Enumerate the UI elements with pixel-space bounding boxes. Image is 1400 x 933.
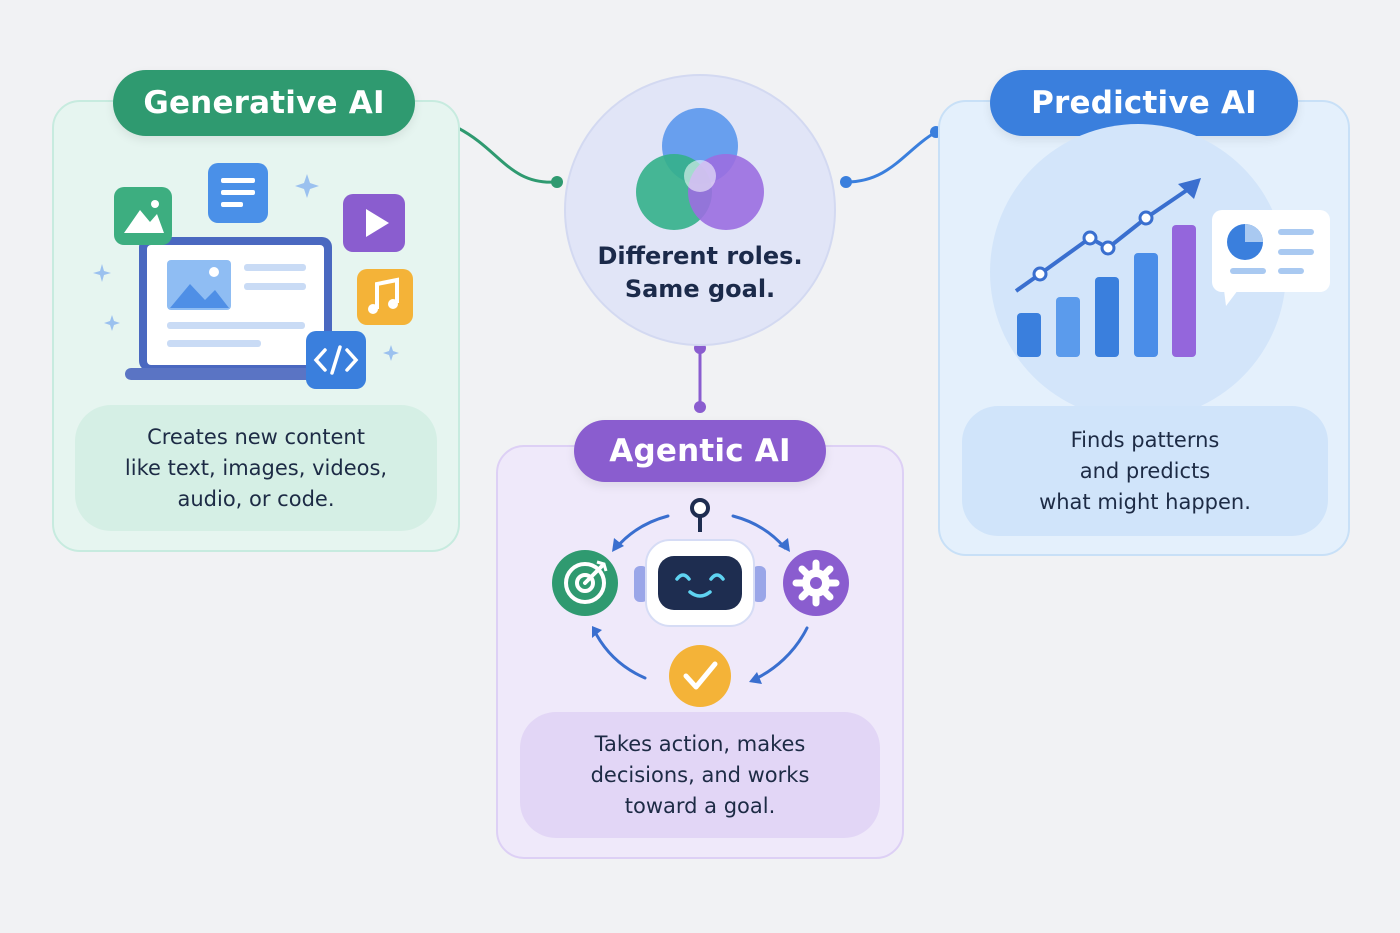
agentic-ai-description: Takes action, makes decisions, and works… <box>520 712 880 838</box>
center-caption: Different roles. Same goal. <box>564 240 836 306</box>
code-icon <box>306 331 366 389</box>
music-icon <box>357 269 413 325</box>
gear-icon <box>783 550 849 616</box>
description-line: Creates new content <box>147 424 365 449</box>
description-line: and predicts <box>1079 458 1211 483</box>
description-line: like text, images, videos, <box>124 455 388 480</box>
robot-icon <box>634 498 766 627</box>
generative-ai-title: Generative AI <box>113 70 415 136</box>
agentic-ai-title: Agentic AI <box>574 420 826 482</box>
predictive-ai-description: Finds patterns and predicts what might h… <box>962 406 1328 536</box>
description-line: Takes action, makes <box>594 731 806 756</box>
description-line: toward a goal. <box>624 793 776 818</box>
pie-chart-icon <box>1227 224 1263 260</box>
image-icon <box>114 187 172 245</box>
description-line: Finds patterns <box>1070 427 1220 452</box>
target-icon <box>552 550 618 616</box>
bar-chart-icon <box>1017 225 1196 357</box>
center-caption-line-2: Same goal. <box>624 275 776 303</box>
trend-arrow-icon <box>1014 178 1201 293</box>
document-icon <box>208 163 268 223</box>
description-line: what might happen. <box>1039 489 1251 514</box>
check-icon <box>669 645 731 707</box>
play-icon <box>343 194 405 252</box>
description-line: audio, or code. <box>177 486 335 511</box>
center-caption-line-1: Different roles. <box>597 242 803 270</box>
description-line: decisions, and works <box>590 762 810 787</box>
generative-ai-description: Creates new content like text, images, v… <box>75 405 437 531</box>
sparkle-icon <box>93 174 399 361</box>
laptop-icon <box>125 237 345 380</box>
